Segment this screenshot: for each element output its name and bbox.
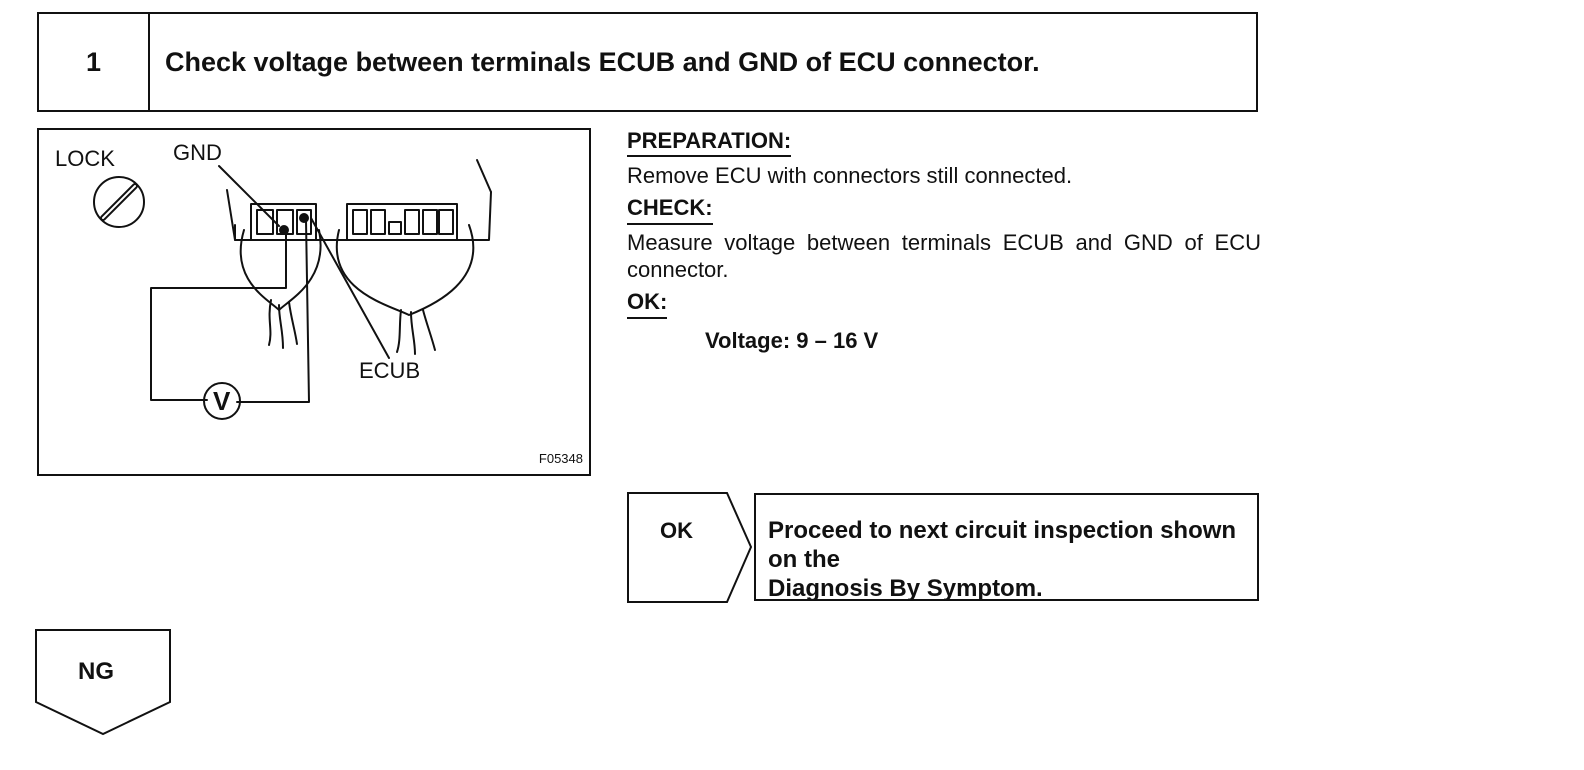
preparation-heading: PREPARATION: xyxy=(627,128,792,158)
inspection-instructions: PREPARATION: Remove ECU with connectors … xyxy=(627,128,1261,355)
ecu-connector-diagram xyxy=(93,159,492,420)
voltmeter-label: V xyxy=(213,386,231,416)
voltmeter-icon xyxy=(203,382,241,420)
ng-arrow-icon xyxy=(35,629,171,736)
gnd-label: GND xyxy=(173,140,222,165)
step-number: 1 xyxy=(39,14,150,110)
check-text: Measure voltage between terminals ECUB a… xyxy=(627,230,1261,282)
lock-label: LOCK xyxy=(55,146,115,171)
figure-code: F05348 xyxy=(538,451,583,466)
ok-heading: OK: xyxy=(627,289,668,319)
ok-result-box: Proceed to next circuit inspection shown… xyxy=(754,493,1259,602)
ok-result-line-1: Proceed to next circuit inspection shown… xyxy=(768,517,1237,573)
step-header: 1 Check voltage between terminals ECUB a… xyxy=(37,12,1258,112)
wiring-illustration: LOCK GND ECUB V F05348 xyxy=(37,128,591,476)
ok-arrow-icon xyxy=(627,492,753,603)
ok-branch-label: OK xyxy=(660,518,693,543)
ignition-lock-icon xyxy=(93,176,145,228)
step-title: Check voltage between terminals ECUB and… xyxy=(165,46,1040,77)
ok-result-line-2: Diagnosis By Symptom. xyxy=(768,574,1043,602)
check-heading: CHECK: xyxy=(627,195,713,225)
ng-branch-label: NG xyxy=(78,658,114,685)
standard-voltage: Voltage: 9 – 16 V xyxy=(705,328,879,354)
ecub-label: ECUB xyxy=(359,358,421,383)
preparation-text: Remove ECU with connectors still connect… xyxy=(627,163,1073,188)
